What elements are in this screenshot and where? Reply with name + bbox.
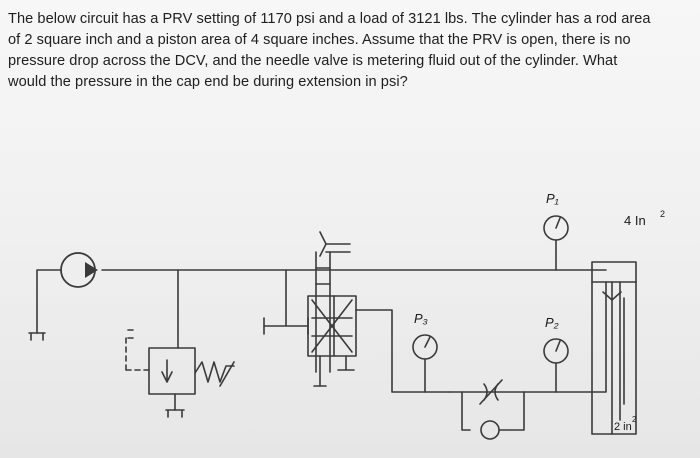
rod-area-superscript: 2	[632, 415, 637, 424]
pump-symbol	[28, 252, 98, 341]
gauge-p1	[543, 215, 569, 271]
piston-area-label: 4 In	[624, 213, 646, 228]
question-line-3: pressure drop across the DCV, and the ne…	[8, 53, 618, 69]
directional-control-valve-symbol	[263, 231, 451, 393]
rod-area-label: 2 in	[614, 421, 632, 433]
question-line-4: would the pressure in the cap end be dur…	[8, 74, 408, 90]
cylinder-symbol	[591, 261, 637, 435]
p2-label: P₂	[545, 315, 559, 330]
p3-label: P₃	[414, 311, 428, 326]
piston-area-superscript: 2	[660, 209, 665, 219]
gauge-p2	[543, 338, 569, 393]
question-line-2: of 2 square inch and a piston area of 4 …	[8, 32, 631, 48]
question-text: The below circuit has a PRV setting of 1…	[8, 9, 692, 93]
gauge-p3	[412, 334, 438, 393]
question-line-1: The below circuit has a PRV setting of 1…	[8, 11, 651, 27]
pressure-relief-valve-symbol	[125, 269, 235, 418]
needle-valve-symbol	[449, 281, 607, 440]
p1-label: P₁	[546, 191, 559, 206]
